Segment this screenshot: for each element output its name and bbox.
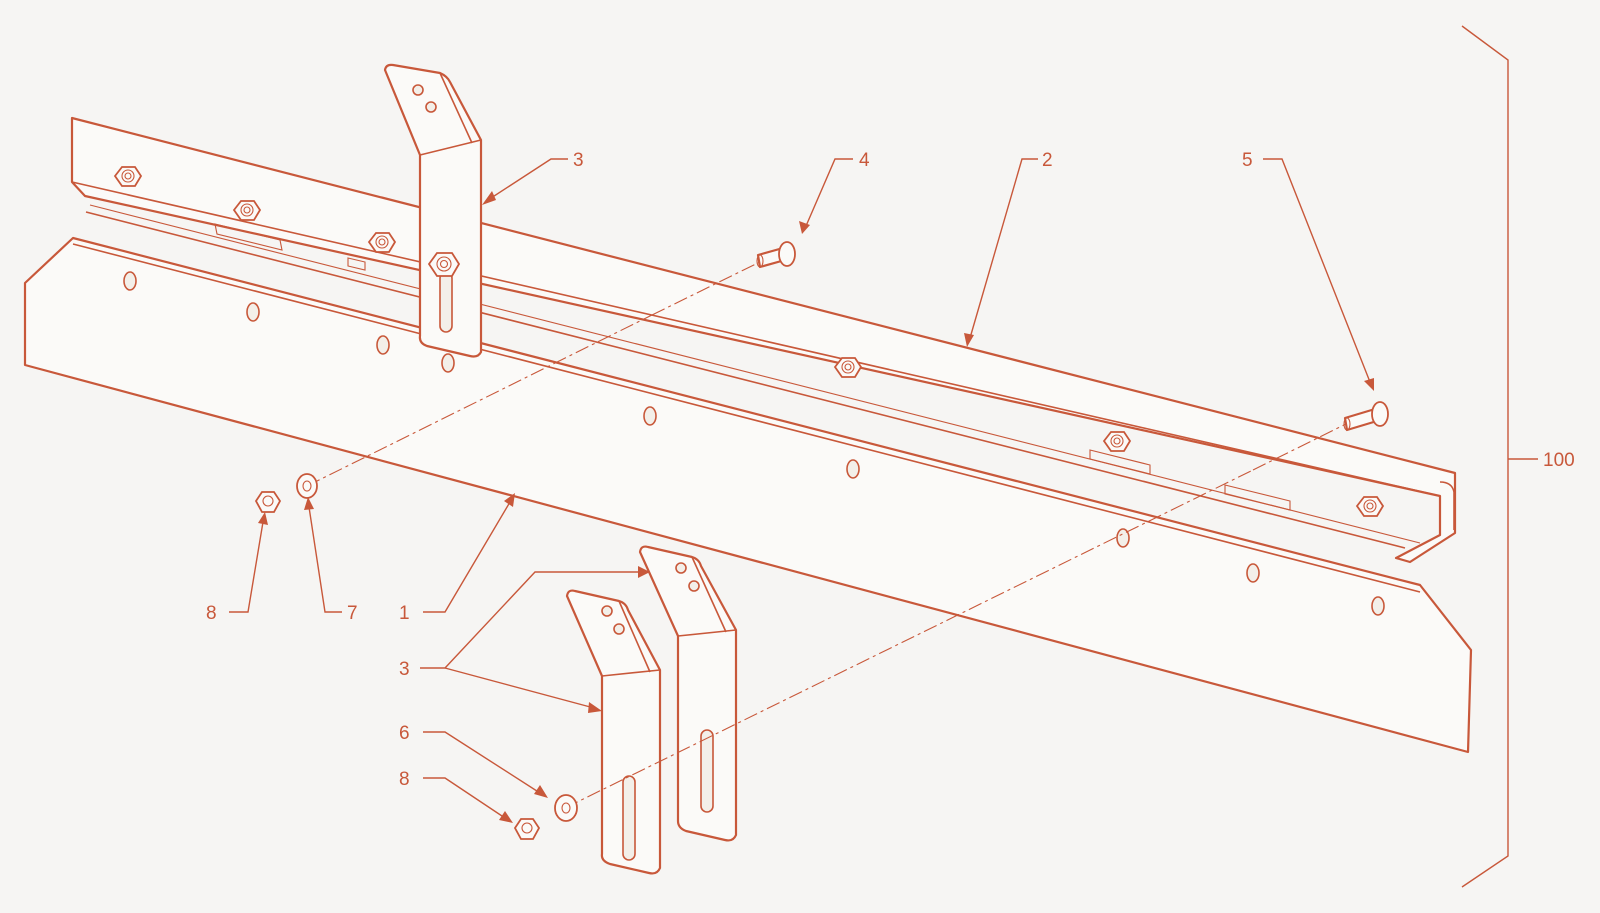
callout-6: 6 [399,723,410,744]
part-5-bolt [1343,401,1389,432]
part-2-clamp-rail [70,116,1457,564]
part-8-nut-lower [513,818,541,840]
part-3-bracket-top [383,63,483,358]
assembly-bracket [1461,25,1509,888]
part-7-washer [296,473,318,499]
part-8-nut-upper [254,491,282,513]
callout-1: 1 [399,603,410,624]
callout-4: 4 [859,150,870,171]
rail-nuts [113,166,1385,517]
callout-8-upper: 8 [206,603,217,624]
callout-8-lower: 8 [399,769,410,790]
callout-100: 100 [1543,450,1575,471]
part-4-bolt [756,241,796,269]
callout-3-top: 3 [573,150,584,171]
callout-3-lower: 3 [399,659,410,680]
part-6-washer [554,794,578,822]
leader-lines [229,158,1374,823]
callout-labels: 1 2 3 3 4 5 6 7 8 8 100 [206,150,1575,790]
blade-holes [123,271,1385,616]
part-3-bracket-front [565,589,662,875]
part-3-bracket-rear [638,545,738,842]
callout-2: 2 [1042,150,1053,171]
callout-7: 7 [347,603,358,624]
part-1-blade [23,236,1473,754]
callout-5: 5 [1242,150,1253,171]
